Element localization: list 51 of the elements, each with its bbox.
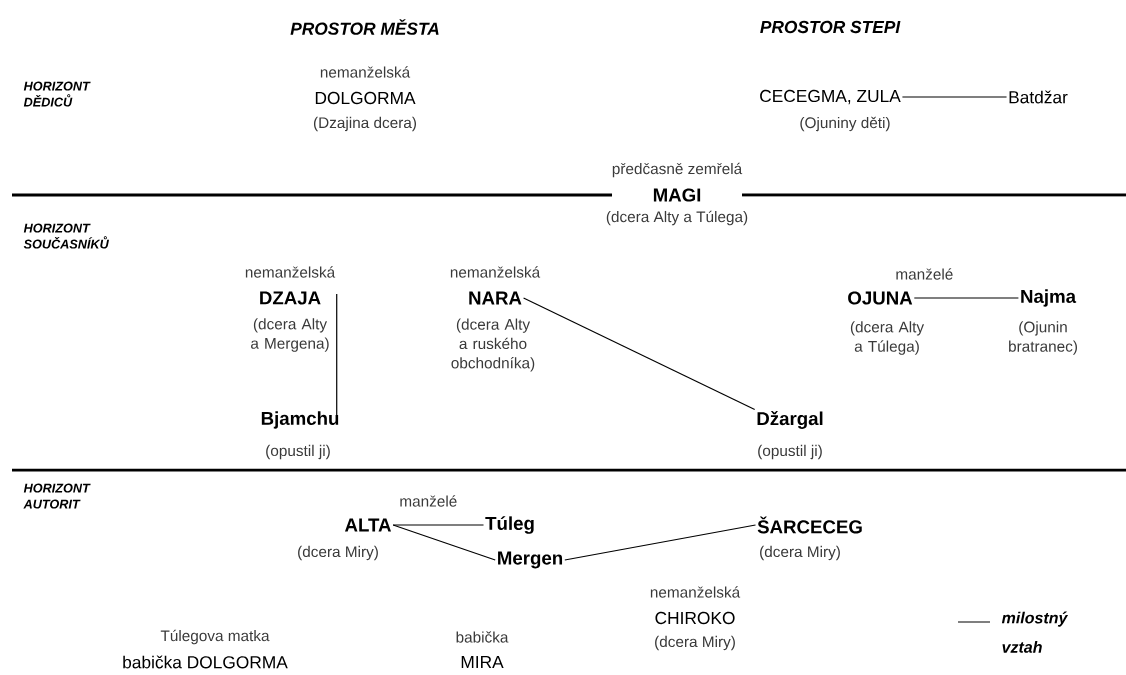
annotation-text: (dcera Alty a Túlega): [850, 321, 925, 355]
row-heading: HORIZONT SOUČASNÍKŮ: [23, 223, 109, 249]
annotation-text: nemanželská: [650, 586, 741, 598]
edge-label: manželé: [896, 268, 953, 280]
annotation-text: (dcera Miry): [760, 545, 840, 561]
legend-text: milostný vztah: [1001, 611, 1069, 653]
person-name: Túleg: [485, 516, 534, 534]
person-name: DZAJA: [260, 291, 321, 305]
person-name: NARA: [469, 291, 522, 305]
connector-line: [522, 297, 756, 411]
person-name: babička DOLGORMA: [123, 655, 288, 669]
person-name: Mergen: [498, 551, 563, 569]
person-name: MIRA: [461, 656, 504, 668]
person-name: DOLGORMA: [315, 91, 416, 105]
person-name: CECEGMA, ZULA: [760, 89, 901, 105]
annotation-text: (Dzajina dcera): [313, 116, 416, 132]
annotation-text: (dcera Alty a Túlega): [606, 210, 748, 226]
connector-line: [392, 524, 485, 526]
connector-line: [336, 293, 338, 421]
column-heading: PROSTOR STEPI: [760, 20, 901, 34]
annotation-text: (dcera Miry): [655, 635, 735, 651]
edge-label: manželé: [400, 495, 457, 507]
connector-line: [564, 524, 757, 561]
person-name: OJUNA: [848, 291, 913, 305]
annotation-text: (dcera Alty a Mergena): [251, 318, 329, 352]
person-name: Džargal: [757, 411, 823, 429]
annotation-text: (Ojuniny děti): [800, 116, 890, 132]
person-name: Batdžar: [1009, 90, 1068, 104]
annotation-text: (Ojunin bratranec): [1009, 321, 1077, 355]
annotation-text: (dcera Alty a ruského obchodníka): [451, 318, 535, 372]
annotation-text: babička: [456, 631, 509, 643]
person-name: ALTA: [344, 518, 391, 532]
column-heading: PROSTOR MĚSTA: [290, 19, 439, 35]
person-name: CHIROKO: [655, 611, 735, 625]
annotation-text: nemanželská: [320, 66, 411, 78]
connector-line: [913, 297, 1019, 299]
person-name: MAGI: [653, 188, 701, 202]
connector-line: [392, 524, 496, 561]
row-heading: HORIZONT DĚDICŮ: [23, 81, 91, 107]
annotation-text: nemanželská: [450, 266, 541, 278]
person-name: Najma: [1021, 289, 1077, 307]
annotation-text: (opustil ji): [758, 444, 822, 460]
person-name: ŠARCECEG: [757, 516, 862, 534]
annotation-text: předčasně zemřelá: [612, 162, 743, 178]
annotation-text: nemanželská: [245, 266, 336, 278]
connector-line: [901, 96, 1008, 98]
person-name: Bjamchu: [261, 411, 339, 429]
annotation-text: (opustil ji): [266, 444, 330, 460]
annotation-text: (dcera Miry): [298, 545, 378, 561]
annotation-text: Túlegova matka: [160, 629, 270, 645]
row-heading: HORIZONT AUTORIT: [23, 483, 91, 509]
